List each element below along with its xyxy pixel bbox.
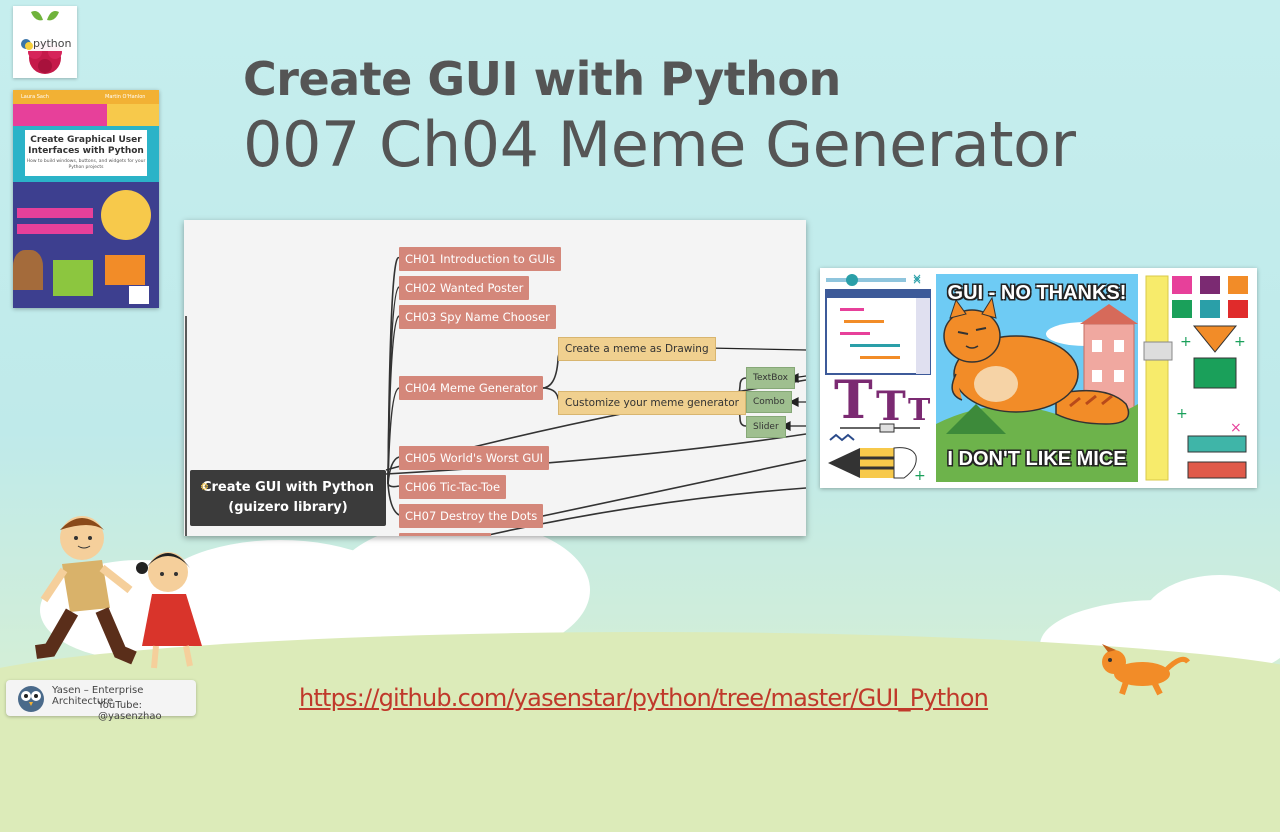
svg-text:+: + (1234, 334, 1246, 350)
dog-illustration (1102, 644, 1190, 696)
raspberry-pi-python-icon (19, 11, 71, 74)
chapter-node-ch05[interactable]: CH05 World's Worst GUI (399, 446, 550, 470)
mindmap-panel: CH01 Introduction to GUIs CH02 Wanted Po… (184, 220, 806, 536)
svg-text:×: × (912, 273, 922, 287)
page-title: Create GUI with Python (243, 52, 841, 106)
channel-handle: YouTube: @yasenzhao (98, 700, 162, 722)
book-subtitle: How to build windows, buttons, and widge… (26, 159, 146, 170)
book-cover: Laura Sach Martin O'Hanlon Create Graphi… (13, 90, 159, 308)
svg-text:T: T (908, 393, 931, 428)
cat-meme-illustration (936, 274, 1138, 482)
meme-top-text: GUI - NO THANKS! (947, 282, 1127, 304)
chapter-node-ch01[interactable]: CH01 Introduction to GUIs (399, 247, 562, 271)
gui-widgets-illustration: × T T T × + + + × + (825, 271, 1248, 484)
svg-text:+: + (914, 468, 926, 484)
root-line1: Create GUI with Python (201, 480, 375, 495)
gears-icon: ⚙ (200, 482, 209, 493)
book-header: Laura Sach Martin O'Hanlon (13, 90, 159, 104)
subtopic-customize-meme[interactable]: Customize your meme generator (558, 391, 746, 415)
github-url-link[interactable]: https://github.com/yasenstar/python/tree… (299, 684, 989, 712)
svg-text:×: × (1230, 420, 1242, 436)
python-logo-text: python (33, 37, 72, 50)
root-line2: (guizero library) (228, 500, 348, 515)
book-title: Create Graphical User Interfaces with Py… (28, 135, 144, 156)
chapter-node-partial (399, 533, 491, 536)
svg-text:×: × (912, 271, 922, 285)
chapter-node-ch06[interactable]: CH06 Tic-Tac-Toe (399, 475, 507, 499)
meme-image: GUI - NO THANKS! I DON'T LIKE MICE (936, 274, 1138, 482)
chapter-node-ch04[interactable]: CH04 Meme Generator (399, 376, 544, 400)
book-author-left: Laura Sach (21, 94, 49, 100)
chapter-node-ch03[interactable]: CH03 Spy Name Chooser (399, 305, 556, 329)
owl-avatar-icon (18, 686, 44, 712)
mindmap-root-node[interactable]: ⚙ Create GUI with Python (guizero librar… (190, 470, 386, 526)
channel-name: Yasen – Enterprise Architecture (52, 685, 144, 707)
kids-illustration (35, 516, 202, 669)
widget-node-combo[interactable]: Combo (746, 391, 792, 413)
chapter-node-ch02[interactable]: CH02 Wanted Poster (399, 276, 530, 300)
book-author-right: Martin O'Hanlon (105, 94, 146, 100)
python-logo-card: python (13, 6, 77, 78)
book-title-box: Create Graphical User Interfaces with Py… (25, 130, 147, 176)
svg-text:+: + (1180, 334, 1192, 350)
illustration-panel: × T T T × + + + × + (820, 268, 1257, 488)
svg-text:T: T (876, 383, 906, 430)
channel-badge: Yasen – Enterprise Architecture YouTube:… (6, 680, 196, 722)
svg-text:T: T (834, 370, 873, 431)
chapter-node-ch07[interactable]: CH07 Destroy the Dots (399, 504, 544, 528)
widget-node-slider[interactable]: Slider (746, 416, 786, 438)
svg-text:+: + (1176, 406, 1188, 422)
widget-node-textbox[interactable]: TextBox (746, 367, 795, 389)
page-subtitle: 007 Ch04 Meme Generator (243, 108, 1076, 181)
subtopic-create-meme[interactable]: Create a meme as Drawing (558, 337, 716, 361)
meme-bottom-text: I DON'T LIKE MICE (947, 448, 1127, 470)
